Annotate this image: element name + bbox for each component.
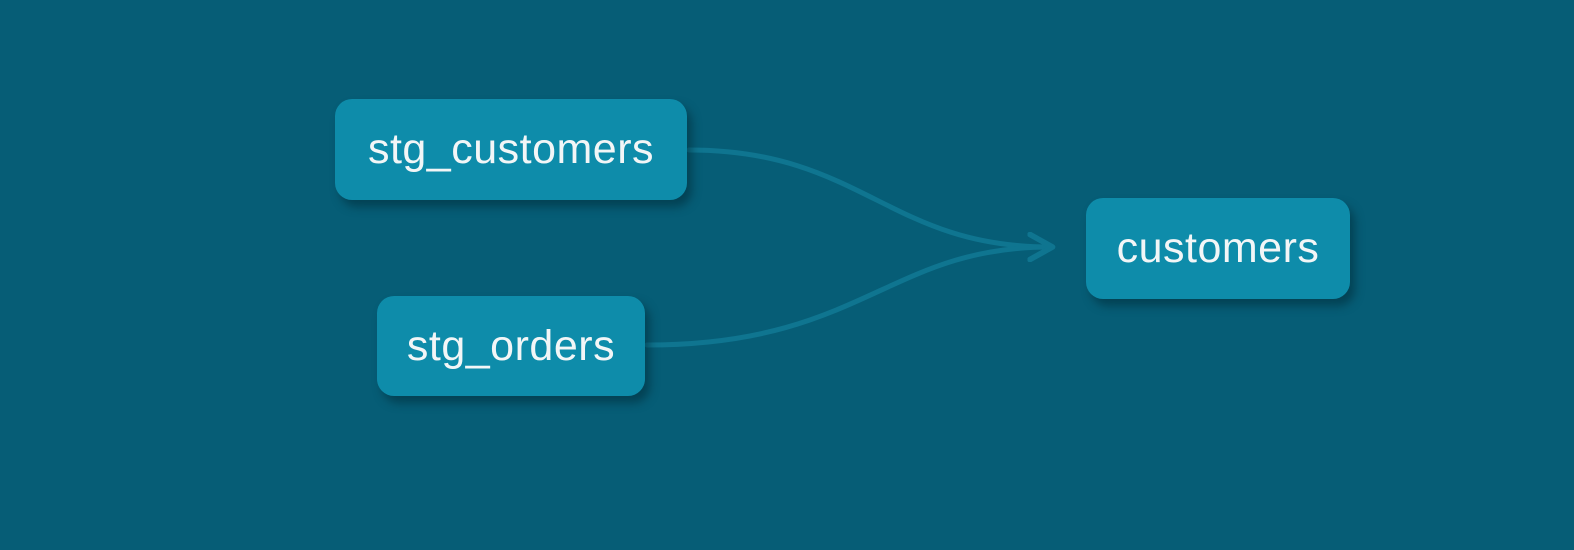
node-label-stg-orders: stg_orders	[406, 321, 616, 370]
node-label-customers: customers	[1116, 224, 1320, 272]
edge-stg-orders-to-customers	[644, 247, 1050, 348]
edge-stg-customers-to-customers	[686, 147, 1050, 247]
node-label-stg-customers: stg_customers	[367, 125, 655, 173]
node-stg-orders[interactable]: stg_orders	[377, 296, 645, 396]
node-customers[interactable]: customers	[1086, 198, 1350, 299]
node-stg-customers[interactable]: stg_customers	[335, 99, 687, 200]
